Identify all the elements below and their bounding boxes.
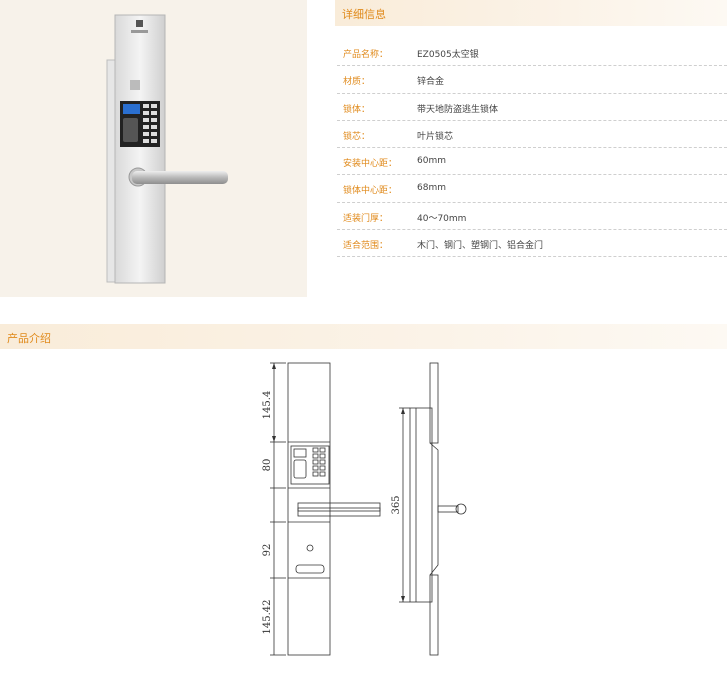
spec-label: 安装中心距： xyxy=(343,159,398,170)
product-photo xyxy=(0,0,307,297)
spec-row: 产品名称： EZ0505太空银 xyxy=(337,39,727,67)
spec-value: 木门、钢门、塑钢门、铝合金门 xyxy=(417,241,544,252)
spec-label: 锁芯： xyxy=(343,131,371,142)
intro-section-header: 产品介绍 xyxy=(0,324,727,349)
dimension-drawing: 145.4 80 92 145.42 365 xyxy=(262,362,467,656)
technical-drawing: 145.4 80 92 145.42 365 xyxy=(258,360,478,664)
dim-side-label: 365 xyxy=(391,495,402,514)
spec-row: 适合范围： 木门、钢门、塑钢门、铝合金门 xyxy=(337,230,727,258)
spec-row: 材质： 锌合金 xyxy=(337,66,727,94)
spec-label: 适合范围： xyxy=(343,241,389,252)
dim-top-label: 145.4 xyxy=(262,391,273,420)
spec-label: 适装门厚： xyxy=(343,213,389,224)
smart-lock-image xyxy=(106,14,228,284)
spec-label: 锁体中心距： xyxy=(343,186,398,197)
spec-value: 锌合金 xyxy=(417,77,445,88)
detail-section-header: 详细信息 xyxy=(335,0,727,26)
spec-row: 锁体： 带天地防盗逃生锁体 xyxy=(337,94,727,121)
spec-value: 叶片锁芯 xyxy=(417,131,454,142)
spec-value: 68mm xyxy=(417,183,446,194)
spec-row: 安装中心距： 60mm xyxy=(337,148,727,176)
spec-label: 产品名称： xyxy=(343,50,389,60)
spec-value: EZ0505太空银 xyxy=(417,50,479,60)
detail-section-title: 详细信息 xyxy=(342,8,386,21)
spec-label: 材质： xyxy=(343,77,371,88)
spec-row: 适装门厚： 40～70mm xyxy=(337,203,727,231)
spec-label: 锁体： xyxy=(343,104,371,115)
spec-value: 40～70mm xyxy=(417,213,467,224)
spec-table: 产品名称： EZ0505太空银 材质： 锌合金 锁体： 带天地防盗逃生锁体 锁芯… xyxy=(337,39,727,258)
dim-keypad-label: 80 xyxy=(262,459,273,472)
intro-section-title: 产品介绍 xyxy=(7,332,51,345)
spec-value: 60mm xyxy=(417,156,446,167)
spec-row: 锁芯： 叶片锁芯 xyxy=(337,121,727,149)
dim-bottom-label: 145.42 xyxy=(262,600,273,635)
dim-lower-label: 92 xyxy=(262,544,273,557)
spec-value: 带天地防盗逃生锁体 xyxy=(417,104,499,115)
spec-row: 锁体中心距： 68mm xyxy=(337,175,727,203)
